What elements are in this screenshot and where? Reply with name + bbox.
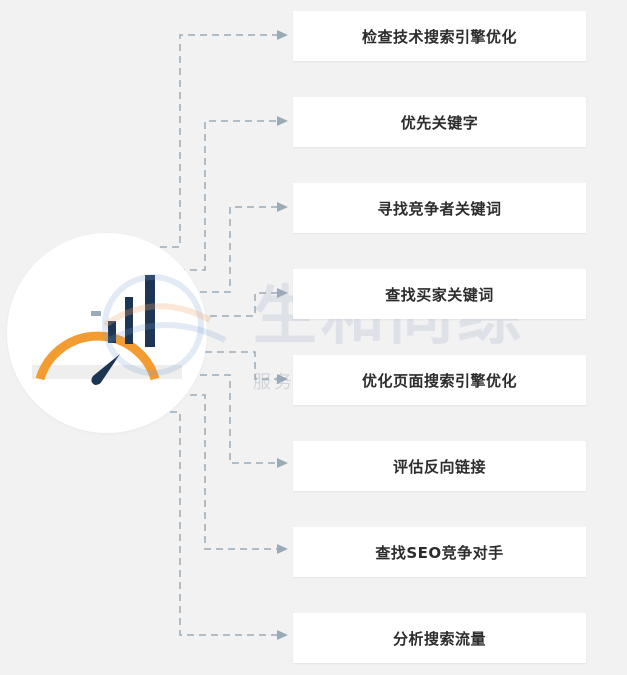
gauge-cap <box>91 311 101 316</box>
connector-3 <box>200 206 277 293</box>
signal-bar-2 <box>125 297 133 344</box>
arrowhead-5 <box>277 374 288 384</box>
arrowhead-8 <box>277 630 288 640</box>
signal-bar-1 <box>108 321 116 343</box>
arrowhead-1 <box>277 30 288 40</box>
step-optimize-on-page-seo[interactable]: 优化页面搜索引擎优化 <box>293 355 586 405</box>
connector-6 <box>200 374 277 464</box>
step-prioritize-keywords[interactable]: 优先关键字 <box>293 97 586 147</box>
signal-bar-3 <box>145 275 155 347</box>
speedometer-icon <box>32 275 182 385</box>
seo-gauge-hub <box>7 233 207 433</box>
connector-4 <box>210 292 277 317</box>
connector-5 <box>205 351 277 380</box>
step-evaluate-backlinks[interactable]: 评估反向链接 <box>293 441 586 491</box>
step-find-seo-competitors[interactable]: 查找SEO竞争对手 <box>293 527 586 577</box>
step-find-competitor-keywords[interactable]: 寻找竞争者关键词 <box>293 183 586 233</box>
step-analyze-search-traffic[interactable]: 分析搜索流量 <box>293 613 586 663</box>
gauge-arc <box>35 331 160 381</box>
arrowhead-3 <box>277 202 288 212</box>
connector-2 <box>178 120 277 271</box>
connector-7 <box>178 394 277 550</box>
arrowhead-7 <box>277 544 288 554</box>
connector-1 <box>160 34 277 248</box>
arrowhead-6 <box>277 458 288 468</box>
connector-8 <box>158 411 277 636</box>
arrowhead-4 <box>277 288 288 298</box>
step-find-buyer-keywords[interactable]: 查找买家关键词 <box>293 269 586 319</box>
gauge-needle <box>91 354 120 385</box>
arrowhead-2 <box>277 116 288 126</box>
step-check-technical-seo[interactable]: 检查技术搜索引擎优化 <box>293 11 586 61</box>
